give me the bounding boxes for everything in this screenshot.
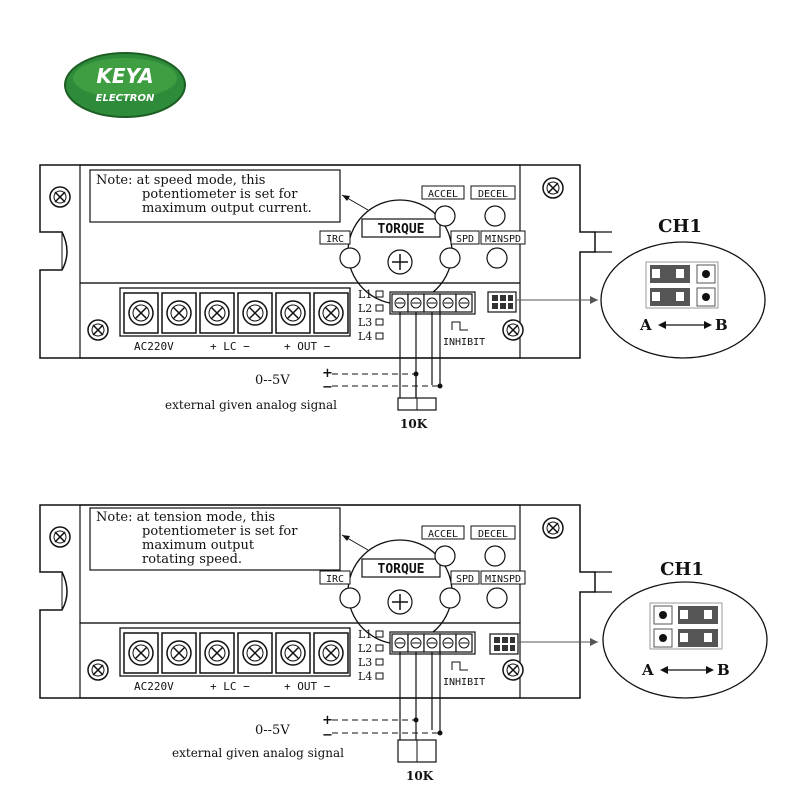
mounting-screw xyxy=(49,186,71,208)
jumper-a-label: A xyxy=(641,661,654,679)
plus-sign: + xyxy=(322,366,333,381)
pot-label: 10K xyxy=(400,417,428,431)
led-labels: L1 L2 L3 L4 xyxy=(358,288,376,343)
plus-sign: + xyxy=(322,713,333,728)
mounting-screw xyxy=(542,177,564,199)
voltage-label: 0--5V xyxy=(255,723,290,738)
lc-label: + LC − xyxy=(210,340,250,353)
jumper-b-label: B xyxy=(717,661,730,679)
mounting-screw xyxy=(502,319,524,341)
keya-logo: KEYA ELECTRON xyxy=(64,52,186,118)
mounting-screw xyxy=(502,659,524,681)
minspd-label: MINSPD xyxy=(485,574,521,585)
speed-mode-panel: Note: at speed mode, this potentiometer … xyxy=(39,164,766,431)
ch1-label: CH1 xyxy=(660,559,704,580)
ac220v-label: AC220V xyxy=(134,340,174,353)
led-labels: L1 L2 L3 L4 xyxy=(358,628,376,683)
minus-sign: − xyxy=(322,380,333,395)
tension-mode-panel: Note: at tension mode, this potentiomete… xyxy=(39,504,768,783)
voltage-label: 0--5V xyxy=(255,373,290,388)
jumper-a-label: A xyxy=(639,316,652,334)
note-text: Note: at tension mode, this potentiomete… xyxy=(96,510,302,567)
inhibit-label: INHIBIT xyxy=(443,337,485,348)
note-box xyxy=(89,169,341,223)
minus-sign: − xyxy=(322,728,333,743)
signal-label: external given analog signal xyxy=(172,746,344,760)
mounting-screw xyxy=(542,517,564,539)
decel-label: DECEL xyxy=(478,529,508,540)
mounting-screw xyxy=(87,659,109,681)
irc-label: IRC xyxy=(326,234,344,245)
spd-label: SPD xyxy=(456,574,474,585)
accel-label: ACCEL xyxy=(428,529,458,540)
decel-label: DECEL xyxy=(478,189,508,200)
spd-label: SPD xyxy=(456,234,474,245)
out-label: + OUT − xyxy=(284,340,331,353)
logo-text-electron: ELECTRON xyxy=(96,93,155,104)
note-box xyxy=(89,507,341,571)
minspd-label: MINSPD xyxy=(485,234,521,245)
signal-label: external given analog signal xyxy=(165,398,337,412)
jumper-b-label: B xyxy=(715,316,728,334)
note-text: Note: at speed mode, this potentiometer … xyxy=(96,173,312,216)
mounting-screw xyxy=(49,526,71,548)
mounting-screw xyxy=(87,319,109,341)
inhibit-label: INHIBIT xyxy=(443,677,485,688)
logo-text-keya: KEYA xyxy=(96,64,153,88)
torque-label: TORQUE xyxy=(378,222,425,237)
accel-label: ACCEL xyxy=(428,189,458,200)
ch1-label: CH1 xyxy=(658,216,702,237)
pot-label: 10K xyxy=(406,769,434,783)
irc-label: IRC xyxy=(326,574,344,585)
ac220v-label: AC220V xyxy=(134,680,174,693)
torque-label: TORQUE xyxy=(378,562,425,577)
lc-label: + LC − xyxy=(210,680,250,693)
out-label: + OUT − xyxy=(284,680,331,693)
